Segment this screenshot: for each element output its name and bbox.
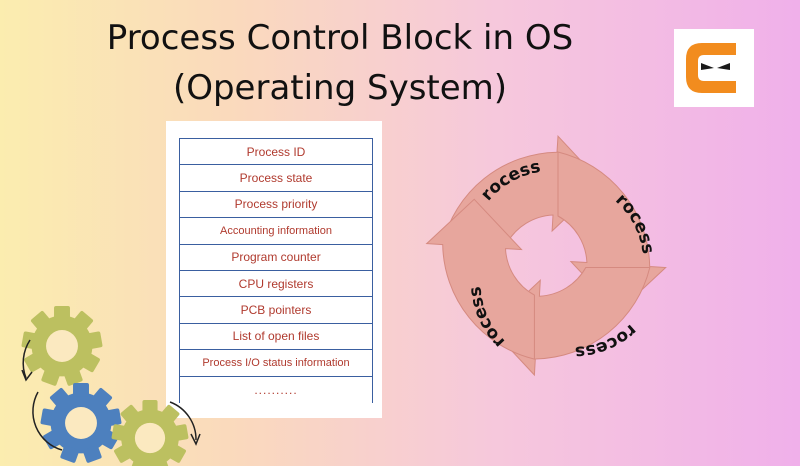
pcb-row-accounting-information: Accounting information [180, 218, 372, 245]
arrow-segment-4 [425, 198, 535, 360]
page-subtitle: (Operating System) [172, 68, 508, 108]
pcb-row-pcb-pointers: PCB pointers [180, 297, 372, 324]
gear-icon [40, 383, 122, 463]
page-title: Process Control Block in OS [106, 18, 574, 58]
rotation-arrowhead [190, 433, 201, 446]
pcb-row-process-id: Process ID [180, 139, 372, 166]
pcb-row-io-status: Process I/O status information [180, 350, 372, 377]
gear-icon [21, 306, 103, 386]
cycle-arrows [425, 135, 667, 377]
logo [674, 29, 754, 107]
rotation-arrow [169, 401, 197, 441]
pcb-row-ellipsis: .......... [254, 382, 298, 397]
pcb-table: Process ID Process state Process priorit… [179, 138, 373, 403]
logo-icon [686, 43, 736, 93]
pcb-panel [166, 121, 382, 418]
pcb-row-process-priority: Process priority [180, 192, 372, 219]
rotation-arrow [32, 391, 63, 451]
rotation-arrow [22, 339, 31, 379]
pcb-row-cpu-registers: CPU registers [180, 271, 372, 298]
gear-icon [111, 400, 189, 466]
pcb-row-process-state: Process state [180, 165, 372, 192]
rotation-arrowhead [21, 369, 33, 382]
pcb-row-open-files: List of open files [180, 324, 372, 351]
pcb-row-program-counter: Program counter [180, 245, 372, 271]
